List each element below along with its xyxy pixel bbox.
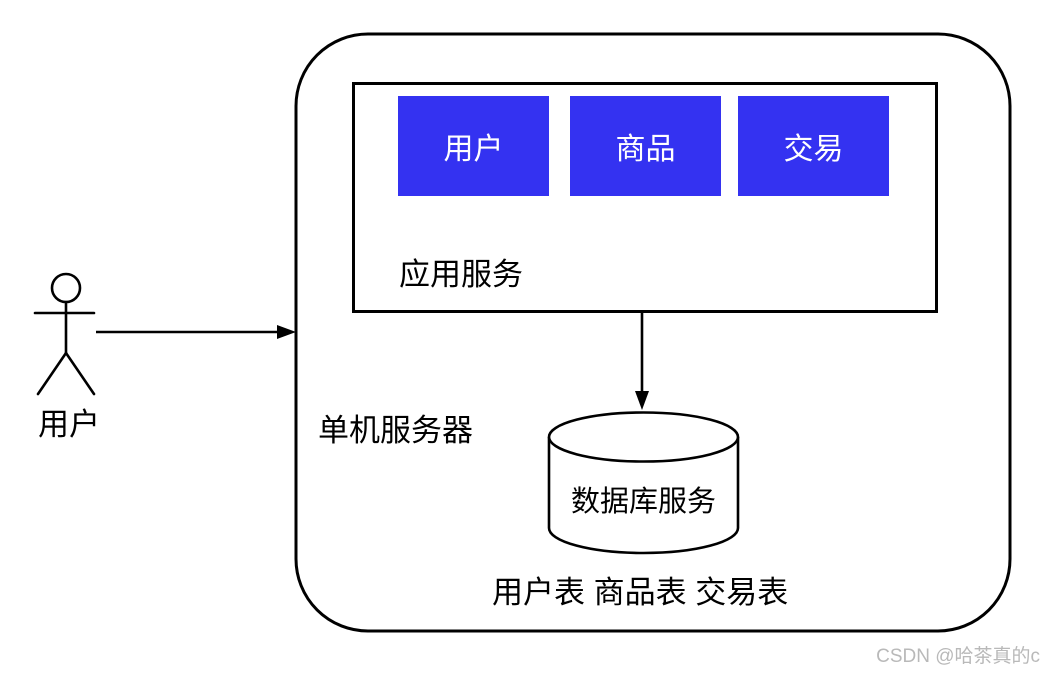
- app-service-box: 用户 商品 交易 应用服务: [352, 82, 938, 313]
- watermark: CSDN @哈茶真的c: [876, 646, 1040, 667]
- single-server-label: 单机服务器: [318, 413, 473, 448]
- app-service-label: 应用服务: [399, 257, 523, 292]
- user-actor-icon: [33, 272, 96, 396]
- database-cylinder-icon: [547, 411, 740, 555]
- module-box-user: 用户: [398, 96, 549, 196]
- actor-label: 用户: [38, 407, 100, 442]
- actor-to-server-arrow: [96, 325, 296, 339]
- module-box-trade: 交易: [738, 96, 889, 196]
- module-product-label: 商品: [615, 133, 676, 166]
- database-label: 数据库服务: [570, 486, 716, 518]
- tables-caption: 用户表 商品表 交易表: [492, 575, 789, 610]
- module-user-label: 用户: [443, 133, 504, 166]
- single-server-boundary: [294, 32, 1012, 633]
- app-to-database-arrow: [635, 310, 649, 410]
- module-box-product: 商品: [570, 96, 721, 196]
- module-trade-label: 交易: [783, 133, 844, 166]
